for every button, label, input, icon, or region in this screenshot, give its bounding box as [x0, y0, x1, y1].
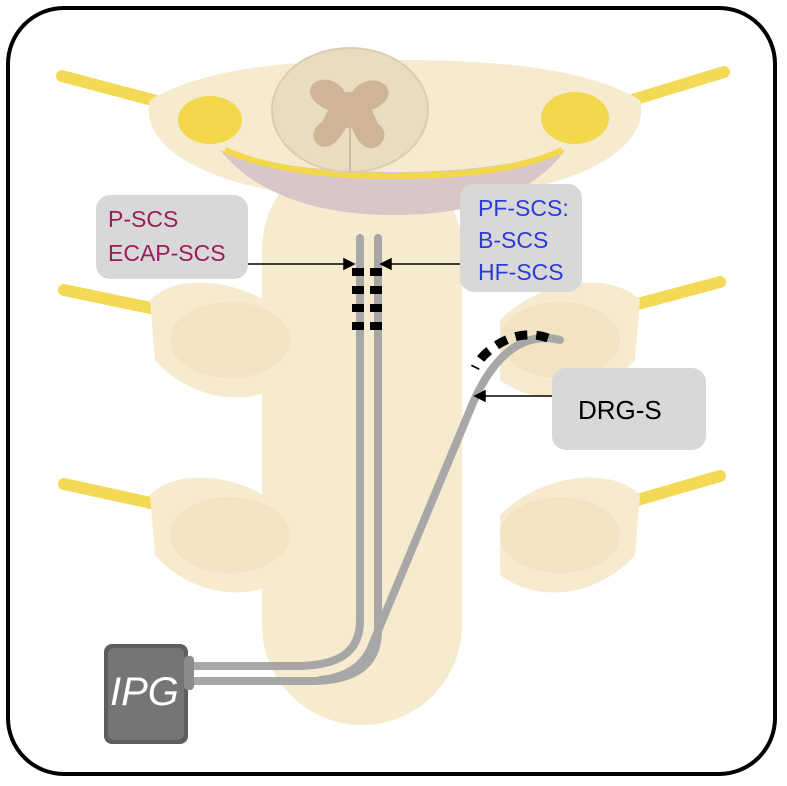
dorsal-root-ganglia — [178, 92, 609, 144]
arrow-pointer-icon — [343, 257, 356, 271]
leads — [186, 234, 564, 685]
vertebra-shading — [170, 302, 620, 573]
label-b-scs: B-SCS — [478, 227, 549, 253]
epidural-yellow — [223, 147, 564, 180]
arrows — [248, 257, 552, 403]
label-ecap-scs: ECAP-SCS — [108, 240, 226, 266]
ipg-device — [104, 644, 194, 744]
arrow-pointer-icon — [379, 257, 392, 271]
label-p-scs: P-SCS — [108, 206, 179, 232]
arrow-pointer-icon — [473, 389, 486, 403]
grey-matter — [310, 79, 389, 149]
electrode-contacts — [352, 268, 382, 330]
drg-label-box — [552, 368, 706, 450]
right-label-box — [460, 184, 582, 292]
label-drg-s: DRG-S — [578, 395, 662, 425]
label-pf-scs: PF-SCS: — [478, 195, 569, 221]
ipg-label: IPG — [110, 670, 179, 714]
left-label-box — [96, 195, 248, 279]
label-hf-scs: HF-SCS — [478, 259, 564, 285]
